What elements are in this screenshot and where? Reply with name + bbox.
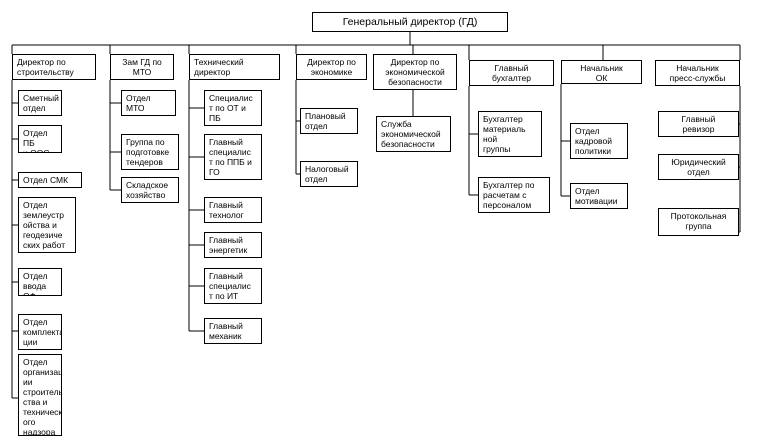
- head-chief-accountant: Главный бухгалтер: [469, 60, 554, 86]
- dept-motivation: Отдел мотивации: [570, 183, 628, 209]
- spec-it: Главный специалис т по ИТ: [204, 268, 262, 304]
- service-economic-security: Служба экономической безопасности: [376, 116, 451, 152]
- group-tenders: Группа по подготовке тендеров: [121, 134, 179, 170]
- dept-construction-supervision: Отдел организац ии строитель ства и техн…: [18, 354, 62, 436]
- head-economics-director: Директор по экономике: [296, 54, 367, 80]
- chief-auditor: Главный ревизор: [658, 111, 739, 137]
- dept-tax: Налоговый отдел: [300, 161, 358, 187]
- dept-legal: Юридический отдел: [658, 154, 739, 180]
- dept-land-geodesy: Отдел землеустр ойства и геодезиче ских …: [18, 197, 76, 253]
- chief-power-engineer: Главный энергетик: [204, 232, 262, 258]
- head-construction-director: Директор по строительству: [12, 54, 96, 80]
- head-press-service: Начальник пресс-службы: [655, 60, 740, 86]
- head-deputy-mto: Зам ГД по МТО: [110, 54, 174, 80]
- dept-pb-oos: Отдел ПБ и ООС: [18, 125, 62, 153]
- head-technical-director: Технический директор: [189, 54, 280, 80]
- head-security-director: Директор по экономической безопасности: [373, 54, 457, 90]
- head-hr: Начальник ОК: [561, 60, 642, 84]
- dept-warehouse: Складское хозяйство: [121, 177, 179, 203]
- accountant-materials: Бухгалтер материаль ной группы: [478, 111, 542, 157]
- dept-mto: Отдел МТО: [121, 90, 176, 116]
- accountant-payroll: Бухгалтер по расчетам с персоналом: [478, 177, 550, 213]
- spec-fire-civil: Главный специалис т по ППБ и ГО: [204, 134, 262, 180]
- group-protocol: Протокольная группа: [658, 208, 739, 236]
- dept-smk: Отдел СМК: [18, 172, 82, 188]
- dept-estimates: Сметный отдел: [18, 90, 62, 116]
- spec-labor-safety: Специалис т по ОТ и ПБ: [204, 90, 262, 126]
- dept-procurement: Отдел комплекта ции: [18, 314, 62, 350]
- dept-fixed-assets: Отдел ввода ОФ: [18, 268, 62, 296]
- root-box-general-director: Генеральный директор (ГД): [312, 12, 508, 32]
- chief-technologist: Главный технолог: [204, 197, 262, 223]
- chief-mechanic: Главный механик: [204, 318, 262, 344]
- dept-planning: Плановый отдел: [300, 108, 358, 134]
- dept-hr-policy: Отдел кадровой политики: [570, 123, 628, 159]
